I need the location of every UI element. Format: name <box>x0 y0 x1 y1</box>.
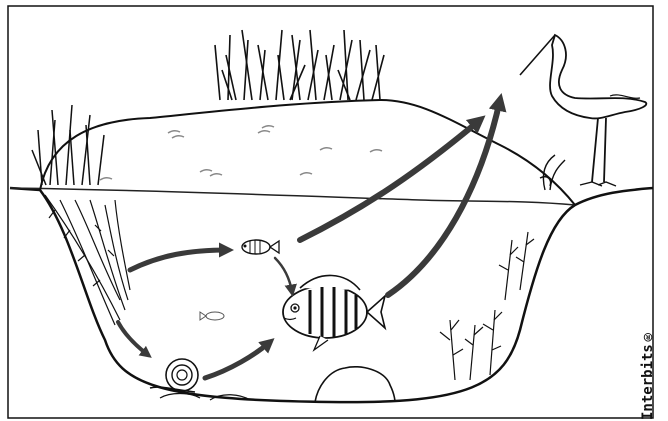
credit-text: Interbits® <box>640 300 662 420</box>
